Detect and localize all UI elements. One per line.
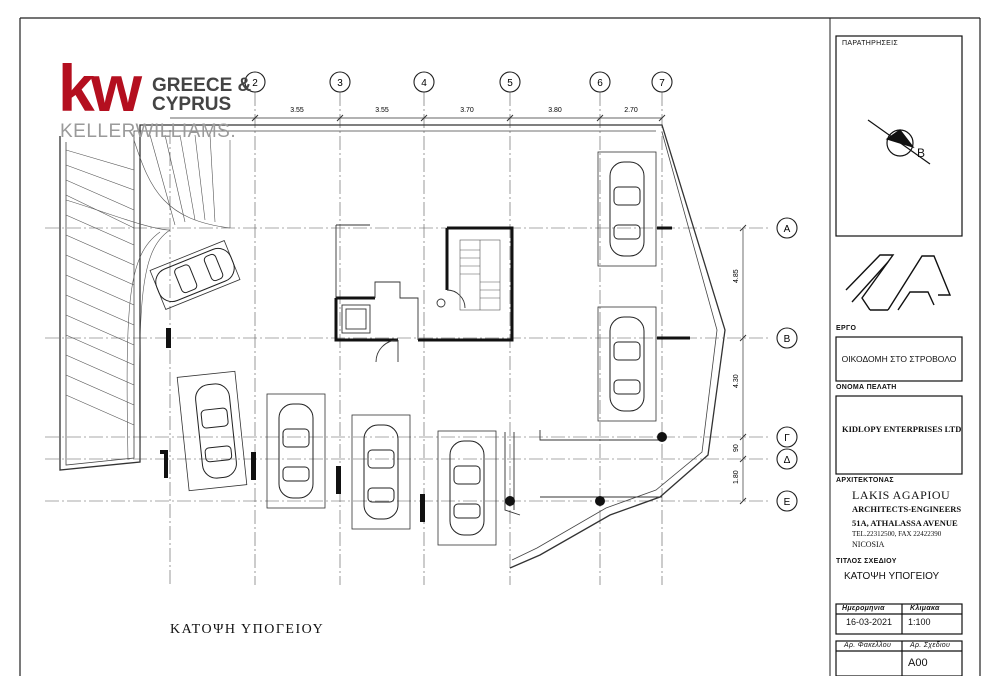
keller-williams-logo: kw GREECE & CYPRUS KELLERWILLIAMS.: [58, 51, 258, 148]
staircase: [459, 239, 501, 311]
north-arrow-icon: [867, 119, 931, 165]
logo-brand-name: KELLERWILLIAMS.: [60, 121, 237, 142]
kw-mark: kw: [58, 51, 142, 125]
dim-col-5-6: 3.80: [548, 107, 562, 114]
dim-col-2-3: 3.55: [290, 107, 304, 114]
grid-row-g: Γ: [784, 433, 790, 444]
grid-col-2: 2: [252, 78, 258, 89]
site-boundary: [59, 124, 726, 569]
architect-firm: ARCHITECTS-ENGINEERS: [852, 504, 962, 514]
dim-col-6-7: 2.70: [624, 107, 638, 114]
ramp: [65, 134, 231, 461]
logo-region-line2: CYPRUS: [152, 94, 232, 115]
drawing-no-value: A00: [908, 657, 928, 669]
dim-col-4-5: 3.70: [460, 107, 474, 114]
logo-region: GREECE & CYPRUS: [152, 76, 251, 114]
dim-row-b-g: 4.30: [733, 374, 740, 388]
client-value: KIDLOPY ENTERPRISES LTD: [842, 424, 962, 434]
grid-col-6: 6: [597, 78, 603, 89]
car-symbols: [155, 161, 645, 536]
project-label: ΕΡΓΟ: [836, 325, 857, 332]
architect-address: 51A, ATHALASSA AVENUE: [852, 518, 958, 528]
date-value: 16-03-2021: [846, 617, 893, 627]
scale-value: 1:100: [908, 617, 931, 627]
client-label: ΟΝΟΜΑ ΠΕΛΑΤΗ: [836, 384, 897, 391]
dim-row-a-b: 4.85: [733, 269, 740, 283]
north-label: B: [917, 146, 926, 160]
grid-col-7: 7: [659, 78, 665, 89]
dim-row-d-e: 1.80: [733, 470, 740, 484]
drawing-no-label: Αρ. Σχεδιου: [910, 642, 951, 649]
scale-label: Κλιμακα: [910, 605, 940, 612]
plan-title: ΚΑΤΟΨΗ ΥΠΟΓΕΙΟΥ: [170, 622, 325, 637]
grid-row-e: E: [784, 497, 791, 508]
folder-label: Αρ. Φακελλου: [844, 642, 892, 649]
logo-region-line1: GREECE &: [152, 75, 252, 96]
grid-col-3: 3: [337, 78, 343, 89]
project-value: ΟΙΚΟΔΟΜΗ ΣΤΟ ΣΤΡΟΒΟΛΟ: [841, 354, 957, 364]
grid-col-5: 5: [507, 78, 513, 89]
grid-col-4: 4: [421, 78, 427, 89]
drawing-title-label: ΤΙΤΛΟΣ ΣΧΕΔΙΟΥ: [836, 558, 897, 565]
date-label: Ημερομηνια: [842, 605, 885, 612]
drawing-title-value: ΚΑΤΟΨΗ ΥΠΟΓΕΙΟΥ: [844, 571, 940, 582]
architect-tel: TEL.22312500, FAX 22422390: [852, 530, 942, 538]
core-walls: [334, 226, 514, 342]
grid-row-a: A: [784, 224, 791, 235]
architect-city: NICOSIA: [852, 540, 885, 549]
remarks-label: ΠΑΡΑΤΗΡΗΣΕΙΣ: [842, 40, 898, 47]
grid-row-b: B: [784, 334, 791, 345]
architect-label: ΑΡΧΙΤΕΚΤΟΝΑΣ: [836, 477, 894, 484]
grid-row-d: Δ: [784, 455, 791, 466]
architect-logo-icon: [845, 254, 952, 311]
dim-row-g-d: 90: [733, 444, 740, 452]
dim-col-3-4: 3.55: [375, 107, 389, 114]
parking-bays: [149, 151, 657, 546]
architect-name: LAKIS AGAPIOU: [852, 488, 951, 502]
